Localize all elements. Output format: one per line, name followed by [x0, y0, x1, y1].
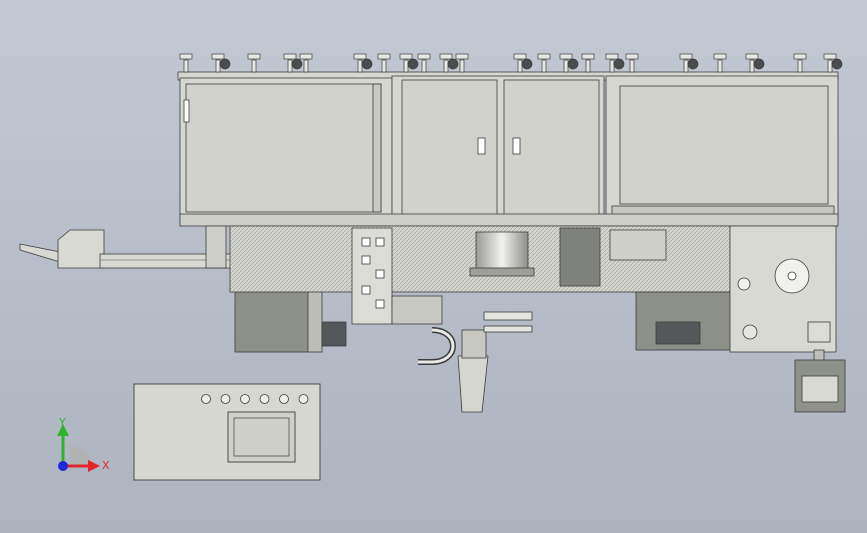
panel-button[interactable]	[259, 394, 270, 404]
drum-cylinder	[475, 231, 529, 273]
caster-foot	[283, 53, 303, 73]
cabinet-left-hinge-strip	[372, 83, 382, 213]
hmi-screen-right	[801, 375, 839, 403]
cabinet-left-door	[185, 83, 382, 213]
motor-cylinder	[655, 321, 701, 345]
triad-z-origin	[58, 461, 68, 471]
caster-row	[179, 53, 843, 73]
caster-foot	[179, 53, 193, 73]
control-panel[interactable]	[133, 383, 321, 481]
caster-foot	[605, 53, 625, 73]
bracket-square	[807, 321, 831, 343]
discharge-chute	[457, 355, 489, 413]
caster-foot	[625, 53, 639, 73]
machine-assembly[interactable]	[19, 53, 846, 413]
cabinet-right-door	[619, 85, 829, 205]
cabinet-left-latch	[183, 99, 190, 123]
caster-foot	[537, 53, 551, 73]
triad-x-label: X	[102, 459, 110, 472]
gearbox-block	[559, 227, 601, 287]
panel-button[interactable]	[240, 394, 250, 404]
caster-foot	[211, 53, 231, 73]
panel-button[interactable]	[279, 394, 289, 404]
pneumatic-cylinder	[483, 311, 533, 321]
caster-foot	[377, 53, 391, 73]
caster-foot	[399, 53, 419, 73]
caster-foot	[745, 53, 765, 73]
caster-foot	[353, 53, 373, 73]
cabinet-base-ledge	[179, 213, 839, 227]
carriage-block	[391, 295, 443, 325]
caster-foot	[439, 53, 459, 73]
outfeed-chute	[19, 243, 61, 263]
small-pulley	[737, 277, 751, 291]
coordinate-triad: Y X	[57, 416, 110, 472]
triad-y-arrowhead	[57, 424, 69, 436]
caster-foot	[793, 53, 807, 73]
caster-foot	[713, 53, 727, 73]
caster-foot	[581, 53, 595, 73]
triad-x-arrowhead	[88, 460, 100, 472]
control-column	[351, 227, 393, 325]
outfeed-hopper	[57, 229, 105, 269]
door-handle-right	[512, 137, 521, 155]
control-column-switches	[361, 237, 385, 309]
panel-hmi-screen[interactable]	[233, 417, 290, 457]
motor-mount-right	[609, 229, 667, 261]
panel-button[interactable]	[201, 394, 211, 404]
control-panel-buttons	[201, 394, 309, 404]
panel-button[interactable]	[220, 394, 231, 404]
caster-foot	[559, 53, 579, 73]
caster-foot	[455, 53, 469, 73]
caster-foot	[513, 53, 533, 73]
triad-rotation-arc	[70, 445, 92, 466]
caster-foot	[823, 53, 843, 73]
door-handle-left	[477, 137, 486, 155]
caster-foot	[679, 53, 699, 73]
triad-y-label: Y	[58, 416, 66, 429]
caster-foot	[247, 53, 261, 73]
panel-button[interactable]	[298, 394, 309, 404]
caster-foot	[299, 53, 313, 73]
caster-foot	[417, 53, 431, 73]
